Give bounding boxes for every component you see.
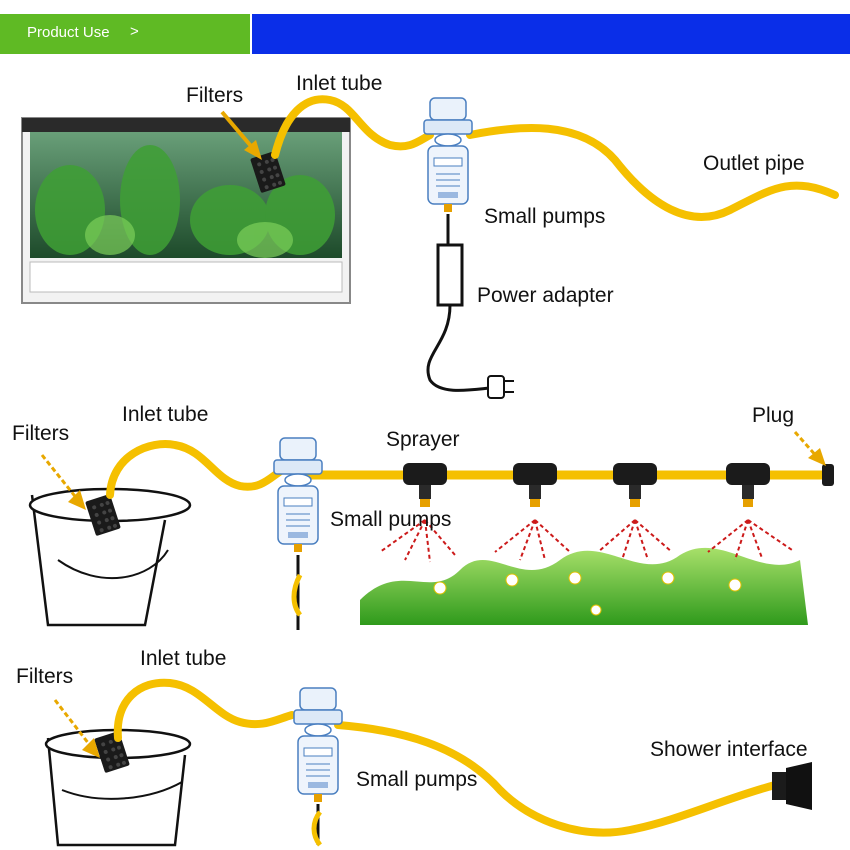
- label-small-pumps-1: Small pumps: [484, 205, 606, 228]
- plug-cap: [822, 464, 834, 486]
- inlet-tube-2: [106, 440, 286, 499]
- shower-hose: [334, 721, 779, 837]
- inlet-tube-1: [271, 95, 434, 159]
- product-use-label: Product Use: [27, 24, 110, 41]
- label-filters-2: Filters: [12, 422, 70, 445]
- product-use-tab[interactable]: [0, 14, 250, 54]
- grass-field: [360, 547, 808, 625]
- sprayer-tee-icon: [403, 463, 447, 507]
- label-plug: Plug: [752, 404, 795, 427]
- aquarium: [21, 117, 351, 304]
- label-outlet-pipe: Outlet pipe: [703, 152, 805, 175]
- label-small-pumps-2: Small pumps: [330, 508, 452, 531]
- label-inlet-tube-3: Inlet tube: [140, 647, 227, 670]
- pump-icon: [273, 437, 323, 553]
- sprayer-tee-icon: [513, 463, 557, 507]
- label-sprayer: Sprayer: [386, 428, 460, 451]
- label-filters-1: Filters: [186, 84, 244, 107]
- bucket-3: [44, 728, 192, 847]
- chevron-right-icon: >: [130, 23, 139, 40]
- pump-icon: [293, 687, 343, 803]
- pump-icon: [423, 97, 473, 213]
- power-adapter: [426, 214, 514, 399]
- spray-jets: [379, 519, 793, 563]
- label-inlet-tube-1: Inlet tube: [296, 72, 383, 95]
- label-inlet-tube-2: Inlet tube: [122, 403, 209, 426]
- sprayer-tee-icon: [726, 463, 770, 507]
- shower-connector: [772, 762, 812, 810]
- outlet-pipe: [466, 123, 839, 221]
- inlet-tube-3: [113, 678, 296, 742]
- header-bar: Product Use >: [0, 0, 850, 58]
- label-small-pumps-3: Small pumps: [356, 768, 478, 791]
- sprayer-tee-icon: [613, 463, 657, 507]
- header-blue-bar: [252, 14, 850, 54]
- label-power-adapter: Power adapter: [477, 284, 614, 307]
- label-filters-3: Filters: [16, 665, 74, 688]
- label-shower-interface: Shower interface: [650, 738, 808, 761]
